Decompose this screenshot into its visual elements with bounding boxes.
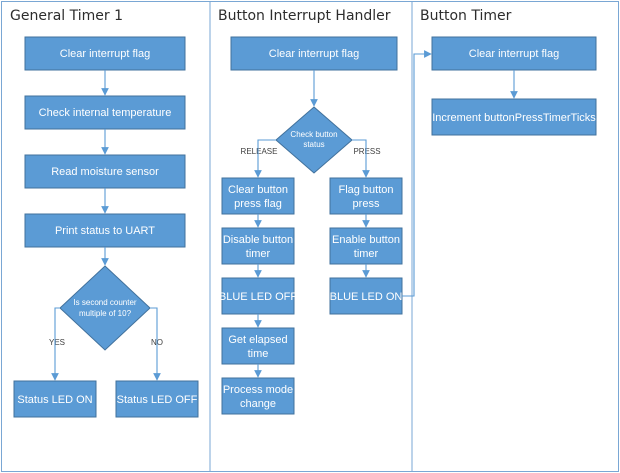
step-disable-timer — [221, 227, 295, 265]
step-disable-timer-line2: timer — [246, 248, 271, 260]
step-read-moisture — [24, 154, 186, 189]
outcome-status-led-on-label: Status LED ON — [17, 394, 92, 406]
arrow-gt-yes — [51, 307, 60, 381]
lane-title-button-handler: Button Interrupt Handler — [218, 8, 391, 24]
decision-check-button-line2: status — [303, 140, 324, 149]
step-flag-press-line2: press — [353, 198, 380, 210]
step-bh-clear-interrupt-flag-label: Clear interrupt flag — [269, 48, 360, 60]
lane-title-button-timer: Button Timer — [420, 8, 512, 24]
step-check-temperature — [24, 95, 186, 130]
lane-general-timer: General Timer 1 Clear interrupt flag Che… — [10, 8, 199, 418]
step-blue-led-off-label: BLUE LED OFF — [219, 291, 298, 303]
outcome-status-led-on — [13, 380, 97, 418]
step-print-status — [24, 213, 186, 248]
step-blue-led-on — [329, 277, 403, 315]
step-flag-press-line1: Flag button — [338, 184, 393, 196]
step-blue-led-on-label: BLUE LED ON — [330, 291, 403, 303]
step-get-elapsed-line1: Get elapsed — [228, 334, 287, 346]
step-check-temperature-label: Check internal temperature — [39, 107, 172, 119]
outcome-status-led-off — [115, 380, 199, 418]
step-process-mode — [221, 377, 295, 415]
step-enable-timer-line1: Enable button — [332, 234, 400, 246]
step-increment-ticks — [431, 98, 597, 136]
lane-button-handler: Button Interrupt Handler Clear interrupt… — [218, 8, 403, 415]
step-clear-interrupt-flag — [24, 36, 186, 71]
decision-check-button — [275, 106, 353, 174]
step-blue-led-off — [221, 277, 295, 315]
arrow-gt-no — [150, 307, 161, 381]
step-flag-press — [329, 177, 403, 215]
step-bt-clear-interrupt-flag-label: Clear interrupt flag — [469, 48, 560, 60]
lane-title-general-timer: General Timer 1 — [10, 8, 123, 24]
step-bh-clear-interrupt-flag — [230, 36, 398, 71]
step-print-status-label: Print status to UART — [55, 225, 155, 237]
step-clear-press-flag-line2: press flag — [234, 198, 282, 210]
branch-label-release: RELEASE — [241, 147, 278, 156]
step-enable-timer-line2: timer — [354, 248, 379, 260]
step-bt-clear-interrupt-flag — [431, 36, 597, 71]
arrow-cross-lane — [402, 50, 432, 297]
branch-label-press: PRESS — [353, 147, 380, 156]
branch-label-yes: YES — [49, 338, 65, 347]
step-increment-ticks-label: Increment buttonPressTimerTicks — [432, 112, 596, 124]
step-disable-timer-line1: Disable button — [223, 234, 293, 246]
step-clear-interrupt-flag-label: Clear interrupt flag — [60, 48, 151, 60]
decision-check-button-line1: Check button — [290, 130, 337, 139]
step-clear-press-flag-line1: Clear button — [228, 184, 288, 196]
decision-second-counter-line2: multiple of 10? — [79, 309, 132, 318]
step-process-mode-line2: change — [240, 398, 276, 410]
step-read-moisture-label: Read moisture sensor — [51, 166, 159, 178]
outcome-status-led-off-label: Status LED OFF — [117, 394, 198, 406]
decision-second-counter-line1: Is second counter — [73, 298, 136, 307]
lane-button-timer: Button Timer Clear interrupt flag Increm… — [420, 8, 597, 136]
step-get-elapsed-line2: time — [248, 348, 269, 360]
arrow-bh-press — [352, 139, 370, 178]
step-process-mode-line1: Process mode — [223, 384, 293, 396]
arrow-bh-release — [254, 139, 276, 178]
step-enable-timer — [329, 227, 403, 265]
decision-second-counter — [59, 265, 151, 351]
